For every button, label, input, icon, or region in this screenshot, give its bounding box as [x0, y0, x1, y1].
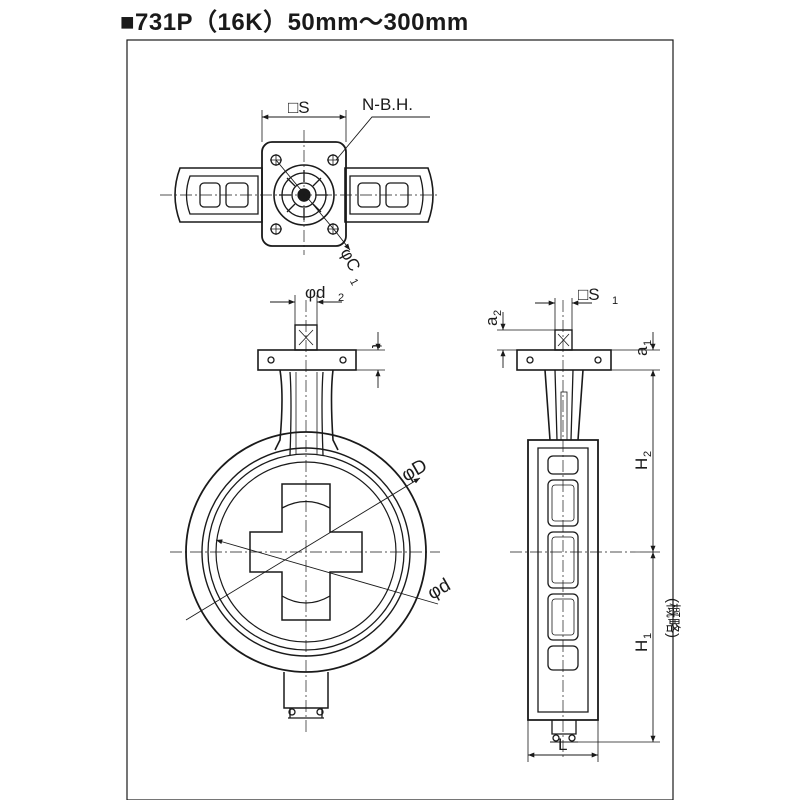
drawing-frame	[126, 39, 674, 800]
h2-sub: 2	[642, 451, 654, 457]
a2-sub: 2	[492, 310, 504, 316]
disc	[249, 483, 363, 621]
bolt-holes-label: N-B.H.	[362, 95, 413, 114]
h1-label: H	[632, 640, 651, 652]
approx-label: (概略)	[664, 598, 681, 638]
length-label: L	[558, 735, 567, 754]
a1-label: a	[632, 346, 651, 356]
inner-diameter-label: φd	[424, 575, 454, 605]
top-square-label: □S	[288, 98, 310, 117]
h1-sub: 1	[642, 633, 654, 639]
side-view	[497, 298, 660, 762]
pcd-label: φC	[336, 245, 364, 275]
flange-thickness-label: t	[368, 344, 385, 349]
shaft-diameter-sub: 2	[338, 292, 344, 304]
shaft-diameter-label: φd	[305, 283, 325, 302]
a2-label: a	[482, 316, 501, 326]
front-view	[170, 295, 440, 735]
top-view	[160, 110, 440, 255]
a1-sub: 1	[642, 340, 654, 346]
h2-label: H	[632, 458, 651, 470]
pcd-label-sub: 1	[347, 277, 360, 288]
page-title: ■731P（16K）50mm～300mm	[120, 9, 469, 36]
side-square-label: □S	[578, 285, 600, 304]
side-square-sub: 1	[612, 295, 618, 307]
